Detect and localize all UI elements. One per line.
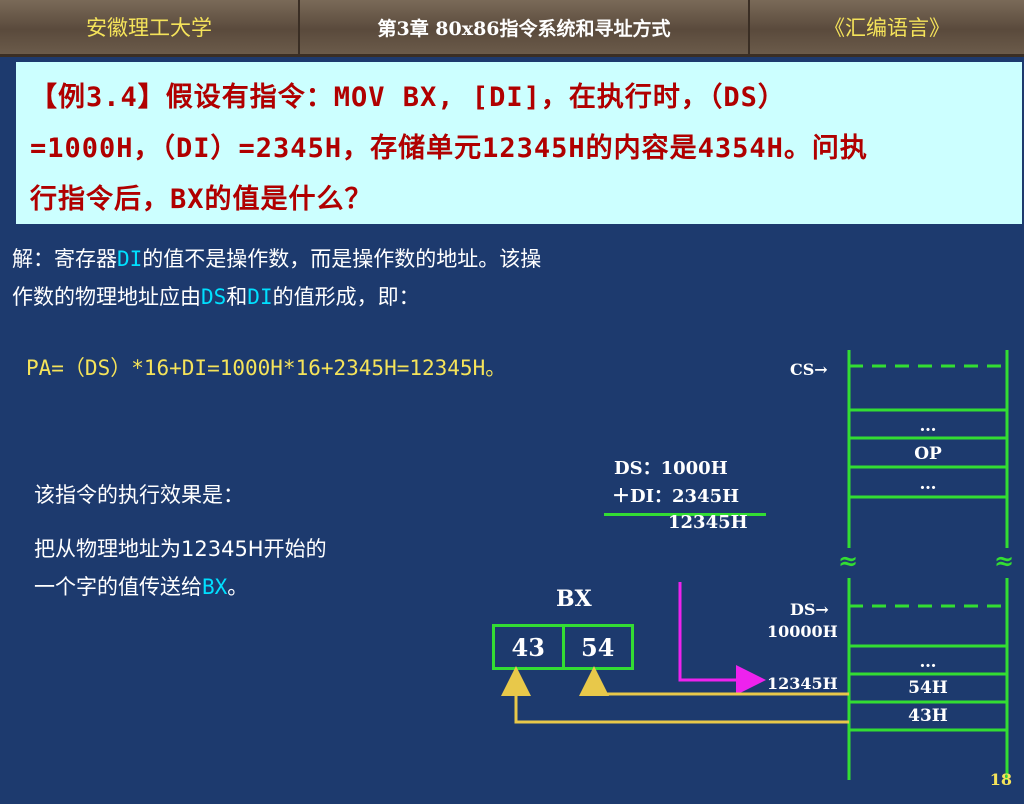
solution-text-3: 作数的物理地址应由 [12,285,201,309]
register-di-2: DI [247,285,273,309]
calc-divider [604,513,766,516]
bx-register: 43 54 [492,624,634,670]
solution-line-2: 作数的物理地址应由DS和DI的值形成，即： [12,278,772,316]
memory-cell-54h: 54H [908,678,948,698]
question-box: 【例3.4】假设有指令：MOV BX, [DI]，在执行时，（DS） =1000… [16,62,1022,224]
effect-text: 该指令的执行效果是： 把从物理地址为12345H开始的 一个字的值传送给BX。 [34,476,454,606]
cs-label: CS→ [790,360,828,379]
calc-result: 12345H [668,512,748,533]
effect-text: 一个字的值传送给 [34,575,202,599]
question-line-3: 行指令后，BX的值是什么？ [30,184,373,215]
yellow-arrow-low [579,666,849,696]
effect-line-1: 把从物理地址为12345H开始的 [34,537,327,561]
calc-ds: DS：1000H [614,458,728,479]
solution-text-1: 解：寄存器 [12,247,117,271]
physical-address-formula: PA=（DS）*16+DI=1000H*16+2345H=12345H。 [26,356,507,380]
bx-low-byte: 54 [581,632,615,662]
question-line-1: 【例3.4】假设有指令：MOV BX, [DI]，在执行时，（DS） [30,82,786,113]
address-calculation: DS：1000H ＋DI：2345H 12345H [604,455,774,533]
university-name: 安徽理工大学 [0,0,300,54]
ds-label: DS→ [790,600,829,619]
target-address: 12345H [767,674,838,693]
register-ds: DS [201,285,227,309]
bx-high-byte: 43 [495,627,565,667]
memory-cell: … [919,652,937,672]
memory-cell: … [919,416,937,436]
break-symbol-right: ≈ [994,546,1015,575]
register-di: DI [117,247,143,271]
effect-intro: 该指令的执行效果是： [34,483,244,507]
magenta-arrow [678,582,766,695]
solution-text-5: 的值形成，即： [272,285,420,309]
course-title: 《汇编语言》 [824,16,950,40]
ds-address: 10000H [767,622,838,641]
question-line-2: =1000H，（DI）=2345H，存储单元12345H的内容是4354H。问执 [30,133,868,164]
memory-cell: … [919,474,937,494]
solution-line-1: 解：寄存器DI的值不是操作数，而是操作数的地址。该操 [12,240,772,278]
calc-di: ＋DI：2345H [612,486,740,507]
page-number: 18 [989,770,1012,789]
solution-text-4: 和 [226,285,248,309]
header-bar: 安徽理工大学 第3章 80x86指令系统和寻址方式 《汇编语言》 [0,0,1024,57]
register-bx: BX [202,575,228,599]
effect-end: 。 [227,575,249,599]
break-symbol-left: ≈ [838,546,859,575]
chapter-title: 第3章 80x86指令系统和寻址方式 [300,0,750,54]
memory-cell-op: OP [914,444,942,464]
memory-cell-43h: 43H [908,706,948,726]
bx-register-label: BX [556,586,592,612]
yellow-arrow-high [501,666,849,724]
solution-text-2: 的值不是操作数，而是操作数的地址。该操 [142,247,542,271]
effect-line-2: 一个字的值传送给BX。 [34,568,454,606]
solution-text: 解：寄存器DI的值不是操作数，而是操作数的地址。该操 作数的物理地址应由DS和D… [12,240,772,316]
